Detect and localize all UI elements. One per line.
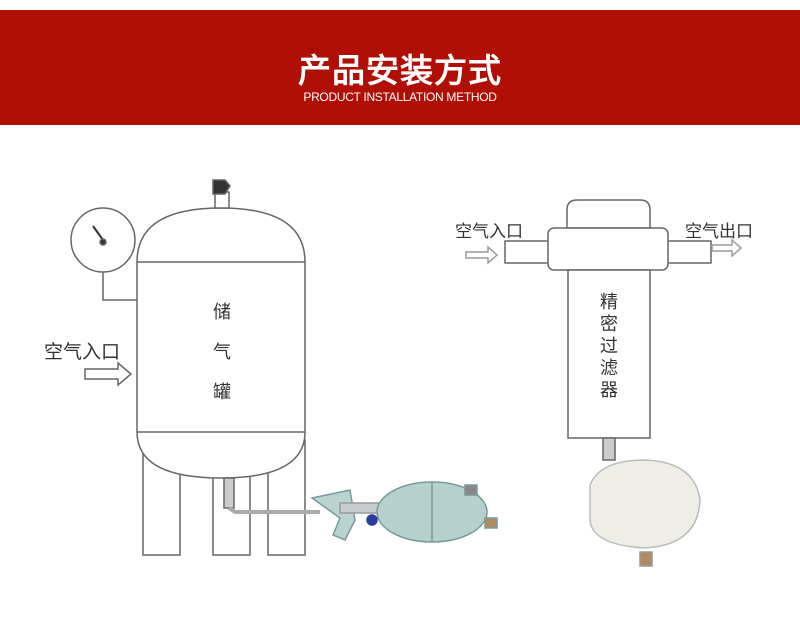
precision-filter xyxy=(465,199,743,461)
filter-label: 密 xyxy=(600,314,618,335)
inlet-arrow-icon xyxy=(84,361,133,387)
filter-label: 滤 xyxy=(600,358,618,379)
filter-body xyxy=(567,269,651,439)
outlet-pipe xyxy=(665,240,712,264)
air-tank xyxy=(70,179,320,556)
filter-outlet-label: 空气出口 xyxy=(685,222,753,242)
inlet-arrow-icon xyxy=(465,245,499,265)
drain-valve-left xyxy=(310,481,498,543)
tank-label: 储 xyxy=(213,302,231,323)
tank-inlet-label: 空气入口 xyxy=(44,341,120,363)
outlet-arrow-icon xyxy=(711,238,743,258)
page-title: 产品安装方式 xyxy=(298,51,502,90)
filter-inlet-label: 空气入口 xyxy=(455,222,523,242)
drain-valve-right xyxy=(589,459,701,567)
page-subtitle: PRODUCT INSTALLATION METHOD xyxy=(303,90,497,104)
filter-label: 精 xyxy=(600,292,618,313)
inlet-pipe xyxy=(504,240,551,264)
tank-label: 罐 xyxy=(213,382,231,403)
tank-label: 气 xyxy=(213,342,231,363)
header-banner: 产品安装方式 PRODUCT INSTALLATION METHOD xyxy=(0,10,800,125)
filter-label: 过 xyxy=(600,336,618,357)
filter-label: 器 xyxy=(600,380,618,401)
